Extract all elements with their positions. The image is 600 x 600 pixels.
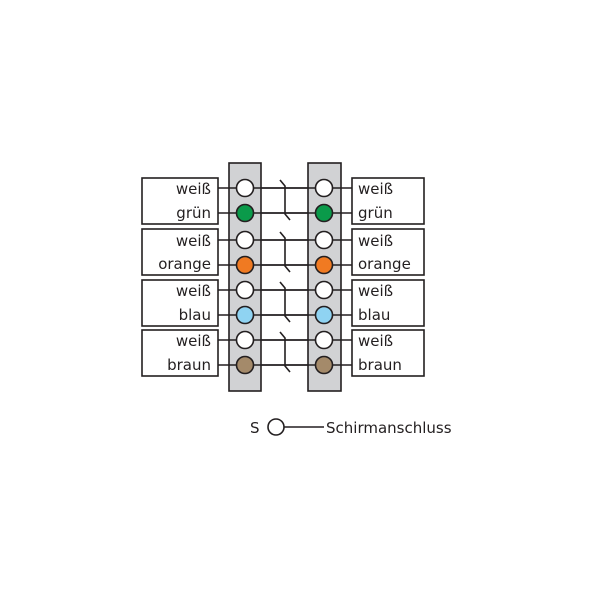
right-label-3-bottom: blau xyxy=(358,306,390,324)
left-label-3-top: weiß xyxy=(176,282,211,300)
terminal-left-2-green xyxy=(235,203,255,223)
twist-mark-pair-1 xyxy=(279,179,291,221)
terminal-right-7-white xyxy=(314,330,334,350)
left-label-2-bottom: orange xyxy=(158,255,211,273)
right-box-pair-3 xyxy=(351,279,425,327)
left-label-4-top: weiß xyxy=(176,332,211,350)
twist-mark-pair-3 xyxy=(279,281,291,323)
left-terminal-column xyxy=(228,162,262,392)
terminal-right-1-white xyxy=(314,178,334,198)
left-label-boxes xyxy=(141,177,219,377)
twist-mark-pair-4 xyxy=(279,331,291,373)
terminal-right-6-blue xyxy=(314,305,334,325)
right-labels: weiß grün weiß orange weiß blau weiß bra… xyxy=(358,180,411,374)
left-box-pair-1 xyxy=(141,177,219,225)
left-labels: weiß grün weiß orange weiß blau weiß bra… xyxy=(158,180,211,374)
right-label-1-top: weiß xyxy=(358,180,393,198)
right-label-4-top: weiß xyxy=(358,332,393,350)
left-label-1-bottom: grün xyxy=(176,204,211,222)
right-box-pair-2 xyxy=(351,228,425,276)
right-terminals xyxy=(314,178,334,375)
right-terminal-column xyxy=(307,162,342,392)
legend-symbol-label: S xyxy=(250,419,260,437)
terminal-right-3-white xyxy=(314,230,334,250)
left-label-2-top: weiß xyxy=(176,232,211,250)
right-box-pair-1 xyxy=(351,177,425,225)
right-box-pair-4 xyxy=(351,329,425,377)
shield-terminal-icon xyxy=(267,418,285,436)
right-label-2-bottom: orange xyxy=(358,255,411,273)
right-label-2-top: weiß xyxy=(358,232,393,250)
terminal-left-8-brown xyxy=(235,355,255,375)
left-label-4-bottom: braun xyxy=(167,356,211,374)
right-label-boxes xyxy=(351,177,425,377)
legend-shield-connection: S Schirmanschluss xyxy=(250,418,452,437)
terminal-left-7-white xyxy=(235,330,255,350)
left-box-pair-3 xyxy=(141,279,219,327)
left-terminals xyxy=(235,178,255,375)
terminal-left-5-white xyxy=(235,280,255,300)
terminal-right-8-brown xyxy=(314,355,334,375)
left-box-pair-2 xyxy=(141,228,219,276)
terminal-left-6-blue xyxy=(235,305,255,325)
legend-text: Schirmanschluss xyxy=(326,419,452,437)
terminal-right-4-orange xyxy=(314,255,334,275)
terminal-left-3-white xyxy=(235,230,255,250)
left-box-pair-4 xyxy=(141,329,219,377)
right-label-3-top: weiß xyxy=(358,282,393,300)
right-label-1-bottom: grün xyxy=(358,204,393,222)
terminal-right-2-green xyxy=(314,203,334,223)
right-label-4-bottom: braun xyxy=(358,356,402,374)
left-label-3-bottom: blau xyxy=(179,306,211,324)
terminal-right-5-white xyxy=(314,280,334,300)
twist-mark-pair-2 xyxy=(279,231,291,273)
left-label-1-top: weiß xyxy=(176,180,211,198)
twist-marks xyxy=(279,179,291,373)
terminal-left-1-white xyxy=(235,178,255,198)
terminal-left-4-orange xyxy=(235,255,255,275)
